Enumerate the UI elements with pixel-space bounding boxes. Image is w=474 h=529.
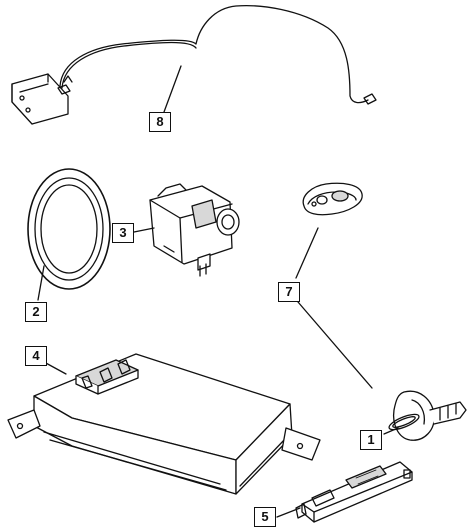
- callout-8: 8: [149, 112, 171, 132]
- callout-2: 2: [25, 302, 47, 322]
- callout-7: 7: [278, 282, 300, 302]
- leader-line-2: [37, 265, 45, 301]
- callout-5: 5: [254, 507, 276, 527]
- part-1-key: [388, 390, 467, 441]
- callout-3: 3: [112, 223, 134, 243]
- part-4-control-module: [7, 353, 321, 495]
- leader-line-4: [43, 361, 67, 375]
- part-5-bracket-module: [295, 461, 413, 523]
- leader-line-8: [163, 65, 182, 113]
- callout-4: 4: [25, 346, 47, 366]
- leader-line-3: [133, 227, 155, 233]
- part-3-ignition-switch: [149, 183, 240, 277]
- leader-line-7: [295, 227, 319, 279]
- callout-1: 1: [360, 430, 382, 450]
- leader-line-1: [383, 427, 399, 435]
- part-2-ring-seal: [27, 168, 111, 290]
- part-8-antenna-module: [11, 4, 377, 125]
- leader-line-5: [276, 507, 301, 518]
- leader-line-1-upper: [297, 301, 373, 389]
- part-7-key-fob: [302, 182, 363, 216]
